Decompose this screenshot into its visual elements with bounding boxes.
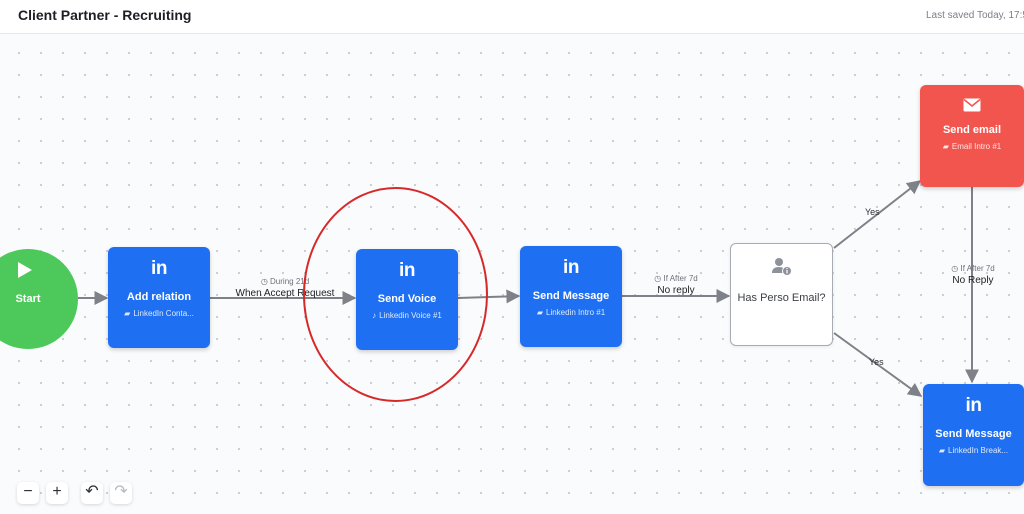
clock-icon: ◷: [260, 277, 268, 286]
edge-label-during: ◷ During 21d When Accept Request: [232, 277, 338, 299]
last-saved-status: Last saved Today, 17:5: [926, 10, 1024, 21]
during-label: During 21d: [270, 277, 310, 286]
add-relation-node[interactable]: in Add relation ▰LinkedIn Conta...: [108, 247, 210, 348]
node-title: Add relation: [126, 291, 192, 303]
edge-label-if-after-2: ◷ If After 7d No Reply: [936, 264, 1010, 286]
message-icon: ▰: [938, 446, 946, 455]
send-email-node[interactable]: Send email ▰Email Intro #1: [920, 85, 1024, 187]
zoom-in-button[interactable]: +: [46, 482, 68, 504]
start-node[interactable]: Start: [0, 249, 78, 349]
workflow-title: Client Partner - Recruiting: [18, 7, 192, 23]
clock-icon: ◷: [654, 274, 662, 283]
workflow-canvas[interactable]: [0, 34, 1024, 514]
message-icon: ▰: [942, 142, 949, 151]
person-info-icon: [772, 258, 792, 276]
highlight-circle-annotation: [303, 187, 488, 402]
edge-label-if-after-1: ◷ If After 7d No reply: [640, 274, 712, 296]
node-subtitle: ▰Email Intro #1: [942, 142, 1002, 151]
app-header: Client Partner - Recruiting Last saved T…: [0, 0, 1024, 34]
no-reply-label: No reply: [657, 285, 695, 296]
linkedin-icon: in: [563, 257, 579, 278]
node-title: Send Message: [935, 428, 1012, 440]
redo-button[interactable]: ↷: [110, 482, 132, 504]
node-subtitle: ▰LinkedIn Conta...: [124, 309, 194, 318]
node-subtitle: ▰LinkedIn Break...: [938, 446, 1009, 455]
node-subtitle: ▰Linkedin Intro #1: [536, 308, 606, 317]
yes-label-top: Yes: [865, 207, 880, 217]
no-reply-label: No Reply: [952, 275, 994, 286]
node-title: Send email: [942, 124, 1002, 136]
message-icon: ▰: [536, 308, 543, 317]
play-icon: [18, 262, 32, 278]
if-after-label: If After 7d: [663, 274, 698, 283]
linkedin-icon: in: [965, 395, 982, 416]
envelope-icon: [963, 98, 981, 112]
send-message-node[interactable]: in Send Message ▰Linkedin Intro #1: [520, 246, 622, 347]
message-icon: ▰: [124, 309, 131, 318]
linkedin-icon: in: [151, 258, 167, 279]
undo-button[interactable]: ↶: [81, 482, 103, 504]
clock-icon: ◷: [951, 264, 959, 273]
has-perso-email-condition-node[interactable]: Has Perso Email?: [730, 243, 833, 346]
condition-label: Has Perso Email?: [737, 292, 826, 304]
send-message-2-node[interactable]: in Send Message ▰LinkedIn Break...: [923, 384, 1024, 486]
start-label: Start: [15, 293, 41, 305]
node-title: Send Message: [532, 290, 610, 302]
zoom-out-button[interactable]: −: [17, 482, 39, 504]
yes-label-bottom: Yes: [869, 357, 884, 367]
if-after-label: If After 7d: [960, 264, 995, 273]
when-accept-label: When Accept Request: [235, 288, 335, 299]
